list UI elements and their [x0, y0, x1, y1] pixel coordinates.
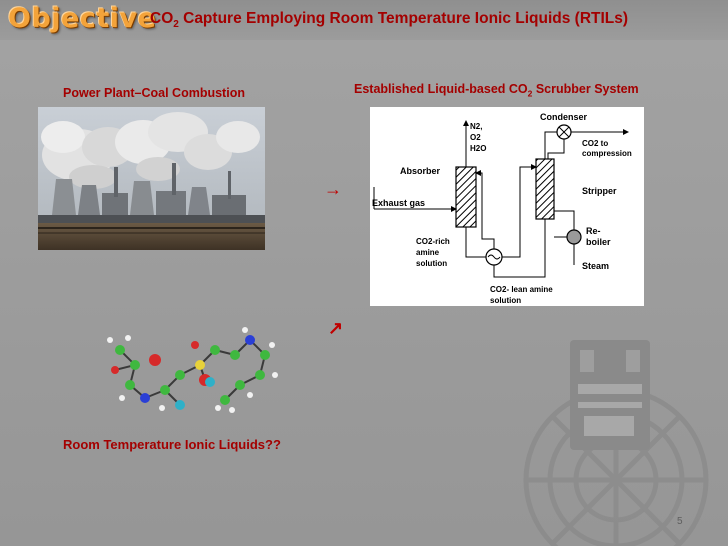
label-reboiler-2: boiler [586, 237, 611, 247]
reboiler-icon [566, 229, 582, 245]
power-plant-photo [38, 107, 265, 250]
absorber-column [455, 166, 477, 228]
label-lean-1: CO2- lean amine [490, 285, 553, 294]
objective-heading: Objective [8, 3, 157, 34]
scrubber-caption: Established Liquid-based CO2 Scrubber Sy… [354, 82, 639, 99]
power-plant-caption: Power Plant–Coal Combustion [63, 86, 245, 100]
label-steam: Steam [582, 261, 609, 271]
scrubber-caption-sub: 2 [527, 88, 533, 99]
label-absorber: Absorber [400, 166, 441, 176]
page-number: 5 [677, 516, 683, 527]
label-compression: compression [582, 149, 632, 158]
stripper-column [535, 158, 555, 220]
label-lean-2: solution [490, 296, 521, 305]
label-o2: O2 [470, 133, 481, 142]
label-stripper: Stripper [582, 186, 617, 196]
label-n2: N2, [470, 122, 482, 131]
label-exhaust-gas: Exhaust gas [372, 198, 425, 208]
title-co: CO [150, 10, 174, 27]
diagonal-arrow-icon: ↗ [328, 318, 344, 338]
title-rest: Capture Employing Room Temperature Ionic… [178, 10, 629, 27]
scrubber-caption-pre: Established Liquid-based CO [354, 82, 528, 96]
title-subscript: 2 [173, 19, 179, 31]
label-co2-to: CO2 to [582, 139, 608, 148]
rtil-question-caption: Room Temperature Ionic Liquids?? [63, 437, 281, 452]
label-reboiler-1: Re- [586, 226, 601, 236]
slide-title: CO2 Capture Employing Room Temperature I… [150, 10, 628, 30]
watermark-emblem-logo [500, 340, 728, 546]
scrubber-diagram: N2, O2 H2O Condenser CO2 to compression … [370, 107, 644, 306]
label-rich-2: amine [416, 248, 440, 257]
header-bar [0, 0, 728, 40]
right-arrow-icon: → [324, 179, 342, 199]
label-h2o: H2O [470, 144, 486, 153]
label-rich-3: solution [416, 259, 447, 268]
label-rich-1: CO2-rich [416, 237, 450, 246]
scrubber-caption-post: Scrubber System [532, 82, 639, 96]
label-condenser: Condenser [540, 112, 588, 122]
ionic-liquid-molecule-image [100, 320, 296, 420]
